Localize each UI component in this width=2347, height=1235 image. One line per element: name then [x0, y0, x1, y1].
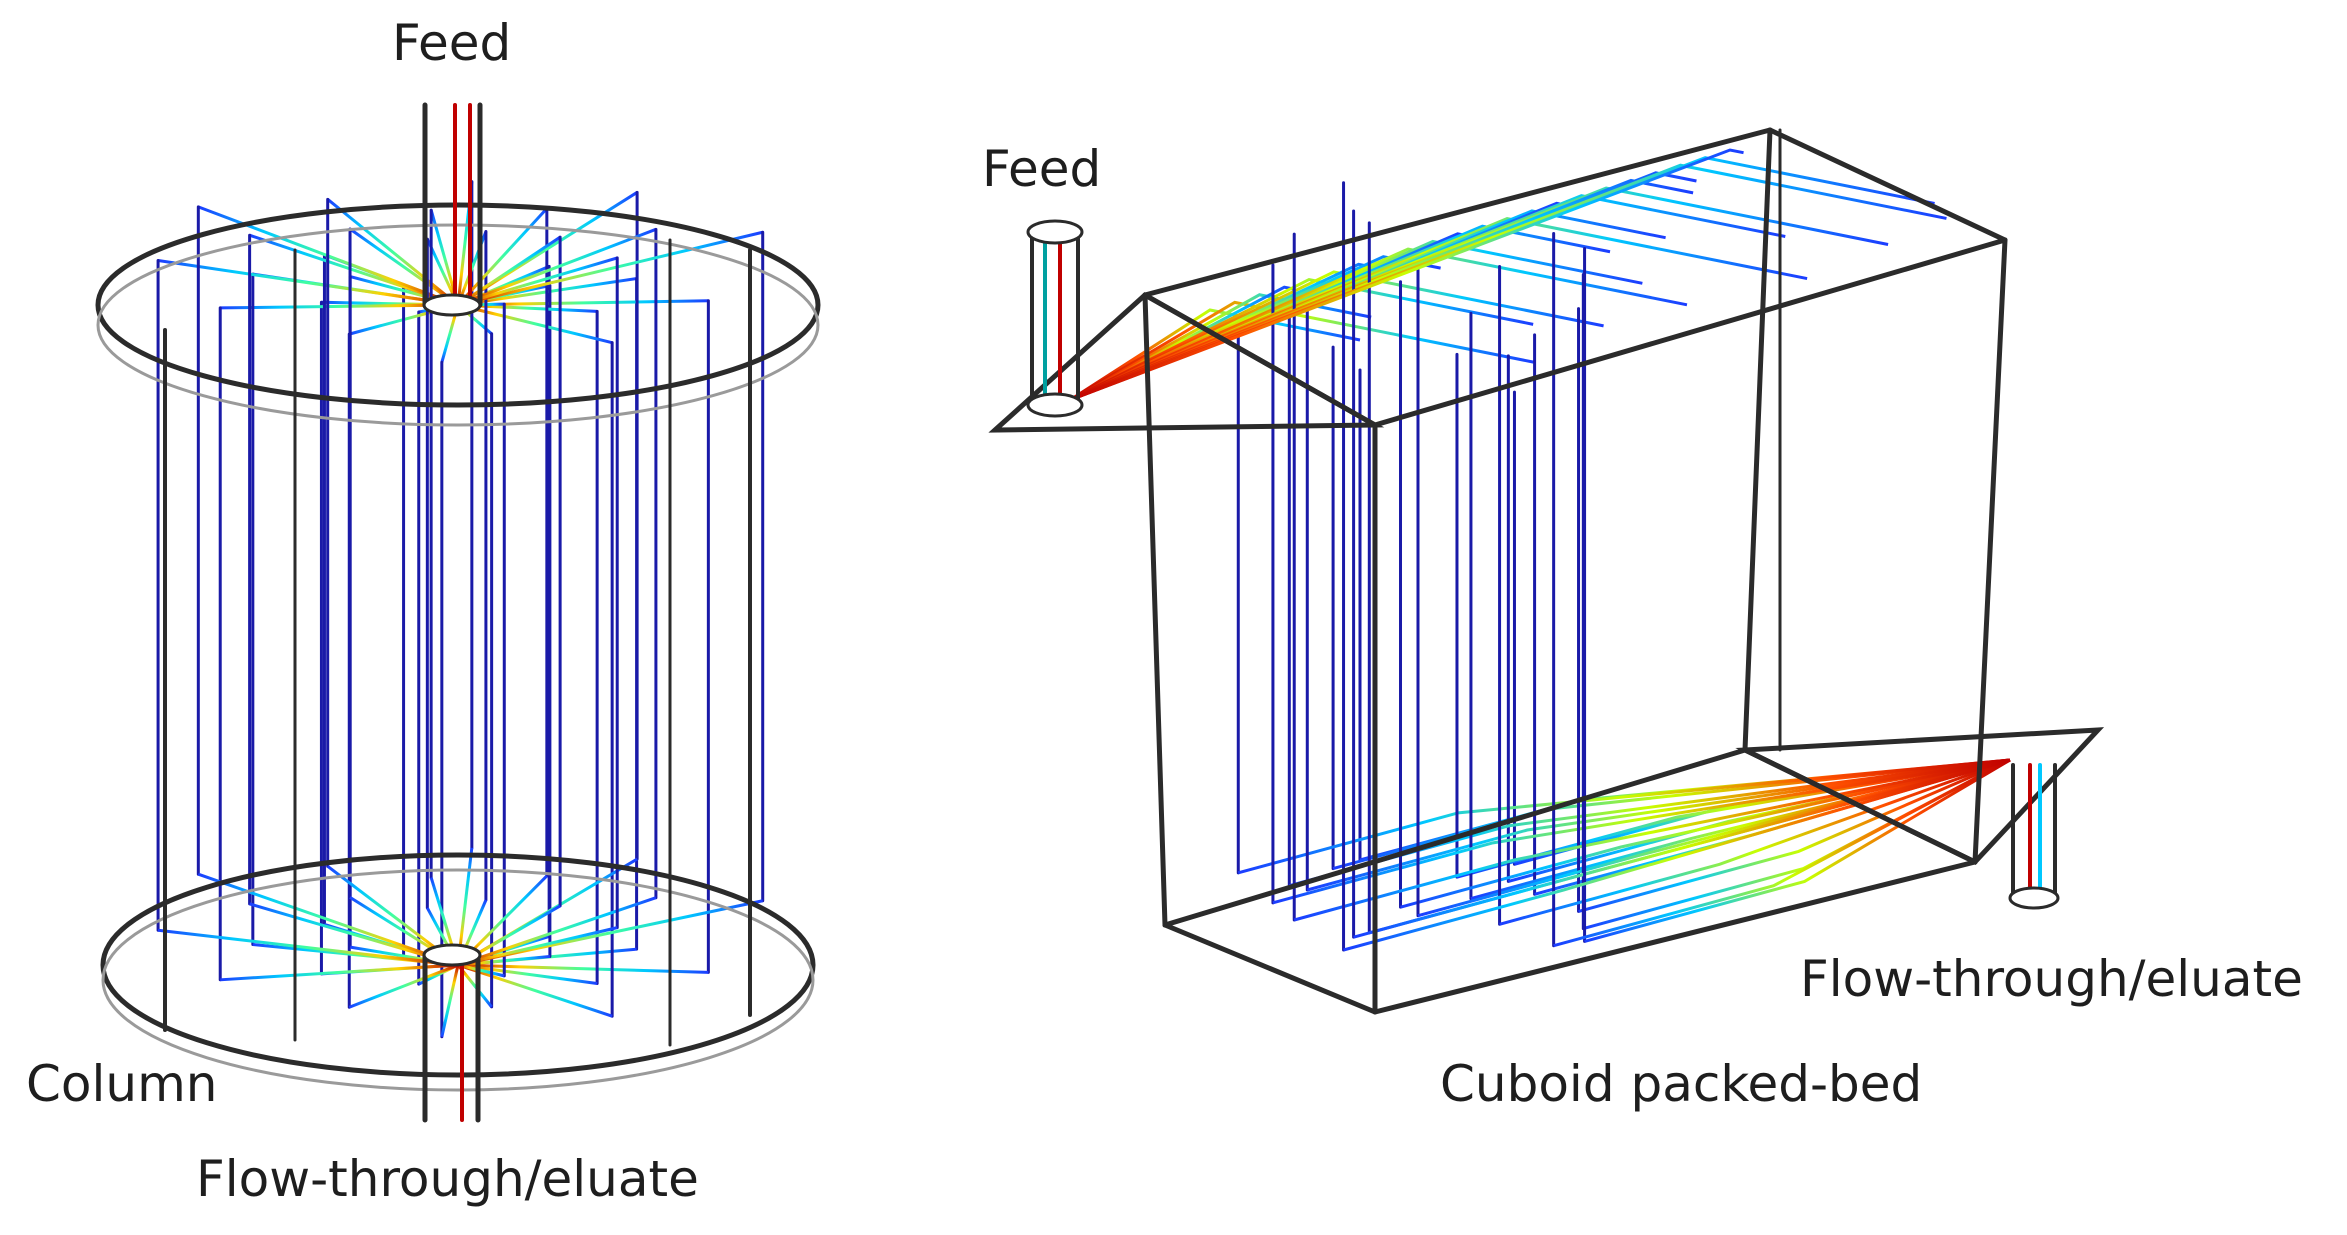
cuboid-edge	[1142, 127, 1773, 298]
column-radial-bottom-streamline	[197, 872, 459, 967]
cuboid-outlet-port	[2008, 886, 2060, 910]
cuboid-edge	[1767, 127, 2008, 243]
column-radial-bottom-streamline	[457, 963, 709, 974]
column-top-ellipse	[95, 202, 821, 408]
cuboid-top-streamline	[1069, 148, 1744, 402]
cuboid-top-streamline	[1069, 293, 1372, 402]
column-top-ellipse-inner	[96, 223, 820, 427]
cuboid-edge	[1742, 127, 1773, 753]
cuboid-edge	[1142, 292, 1168, 928]
cuboid-inlet-port	[1026, 219, 1084, 245]
column-frame	[95, 102, 821, 1123]
column-radial-bottom-streamline	[457, 896, 657, 967]
cuboid-edge	[1162, 747, 1748, 928]
cuboid-edge	[1162, 922, 1378, 1015]
cuboid-feed-label: Feed	[982, 140, 1102, 198]
cuboid-bottom-streamline	[1553, 758, 2011, 948]
column-radial-top-streamline	[457, 235, 561, 307]
cuboid-bottom-streamline	[1343, 758, 2011, 952]
column-radial-bottom-streamline	[157, 928, 459, 967]
cuboid-bottom-streamline	[1578, 758, 2011, 913]
column-radial-top-streamline	[457, 303, 613, 345]
cuboid-top-streamline	[1069, 217, 1808, 402]
cuboid-top-streamline	[1069, 308, 1361, 402]
cuboid-streamlines	[1069, 148, 2011, 952]
cuboid-bottom-streamline	[1584, 758, 2011, 943]
column-radial-bottom-streamline	[457, 963, 505, 978]
column-bottom-ellipse-inner	[101, 868, 815, 1092]
cuboid-inlet-manifold	[988, 291, 1385, 433]
cuboid-edge	[1372, 859, 1978, 1015]
cuboid-bottom-streamline	[1272, 758, 2011, 905]
cuboid-bottom-streamline	[1353, 758, 2011, 939]
cuboid-inlet-base	[1026, 392, 1084, 418]
column-radial-bottom-streamline	[348, 963, 459, 1009]
cuboid-bottom-streamline	[1499, 758, 2011, 926]
column-radial-bottom-streamline	[457, 963, 598, 985]
cuboid-outlet-manifold	[1735, 727, 2105, 866]
column-feed-label: Feed	[392, 14, 512, 72]
cuboid-edge	[1972, 237, 2008, 865]
column-radial-top-streamline	[457, 230, 764, 307]
cuboid-bottom-streamline	[1306, 758, 2011, 892]
column-radial-bottom-streamline	[440, 964, 460, 1038]
column-radial-bottom-streamline	[220, 963, 459, 982]
cuboid-top-streamline	[1069, 300, 1534, 402]
cuboid-bottom-streamline	[1293, 758, 2011, 922]
column-inlet-port	[422, 293, 482, 317]
column-radial-top-streamline	[457, 227, 657, 307]
cuboid-label: Cuboid packed-bed	[1440, 1055, 1923, 1113]
cuboid-bottom-streamline	[1400, 758, 2011, 909]
column-radial-top-streamline	[220, 303, 459, 310]
column-radial-bottom-streamline	[457, 926, 618, 967]
cuboid-edge	[1372, 237, 2008, 428]
column-radial-bottom-streamline	[457, 963, 613, 1018]
column-bottom-ellipse	[100, 852, 816, 1078]
column-outlet-port	[422, 943, 482, 967]
column-label: Column	[26, 1055, 218, 1113]
cuboid-top-streamline	[1069, 194, 1786, 402]
column-radial-top-streamline	[326, 198, 459, 307]
column-radial-top-streamline	[456, 207, 548, 307]
cuboid-top-streamline	[1069, 224, 1611, 402]
cuboid-outlet-label: Flow-through/eluate	[1800, 950, 2303, 1008]
column-outlet-label: Flow-through/eluate	[196, 1150, 699, 1208]
column-radial-top-streamline	[457, 256, 618, 307]
column-radial-top-streamline	[157, 258, 459, 307]
cuboid-frame	[988, 127, 2105, 1015]
